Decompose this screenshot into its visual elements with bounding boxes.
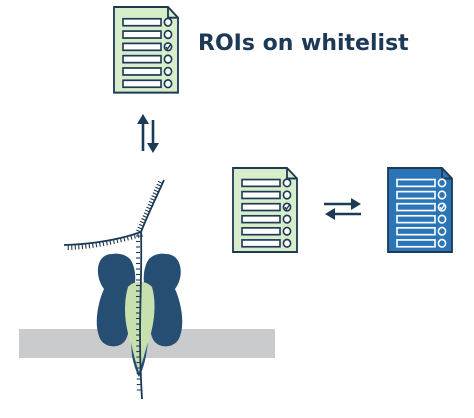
dna-base-ticks xyxy=(67,180,163,391)
dna-base-tick xyxy=(138,223,144,227)
dna-base-tick xyxy=(102,241,105,247)
dna-base-tick xyxy=(95,242,98,248)
dna-base-tick xyxy=(112,238,115,244)
dna-base-tick xyxy=(151,195,157,199)
dna-base-tick xyxy=(142,215,148,219)
dna-base-tick xyxy=(148,200,154,204)
dna-base-tick xyxy=(91,242,94,248)
dna-base-tick xyxy=(123,236,126,242)
dna-base-tick xyxy=(157,180,163,184)
dna-base-tick xyxy=(152,192,158,196)
dna-base-tick xyxy=(153,189,159,193)
nanopore-protein-icon xyxy=(96,253,183,377)
dna-base-tick xyxy=(137,226,143,230)
dna-base-tick xyxy=(143,212,149,216)
dna-base-tick xyxy=(126,235,129,241)
bidirectional-vertical-arrows-icon xyxy=(137,114,159,153)
bidirectional-horizontal-arrows-icon xyxy=(324,198,361,220)
dna-base-tick xyxy=(145,209,151,213)
dna-base-tick xyxy=(88,243,91,249)
dna-base-tick xyxy=(109,239,112,245)
dna-base-tick xyxy=(98,241,101,247)
dna-base-tick xyxy=(130,234,133,240)
whitelist-document-icon xyxy=(113,6,179,94)
dna-base-tick xyxy=(155,186,161,190)
dna-base-tick xyxy=(147,203,153,207)
roi-list-document-icon xyxy=(232,167,298,253)
dna-base-tick xyxy=(156,183,162,187)
dna-base-tick xyxy=(137,232,140,238)
dna-base-tick xyxy=(140,231,143,237)
dna-base-tick xyxy=(116,238,119,244)
dna-base-tick xyxy=(105,240,108,246)
dna-base-tick xyxy=(150,198,156,202)
page-title: ROIs on whitelist xyxy=(198,31,409,56)
dna-base-tick xyxy=(85,243,87,249)
selected-roi-list-document-icon xyxy=(387,167,453,253)
dna-base-tick xyxy=(139,220,146,224)
dna-base-tick xyxy=(119,237,122,243)
dna-base-tick xyxy=(133,233,136,239)
dna-base-tick xyxy=(141,218,147,222)
dna-base-tick xyxy=(136,229,142,233)
dna-base-tick xyxy=(146,206,152,210)
